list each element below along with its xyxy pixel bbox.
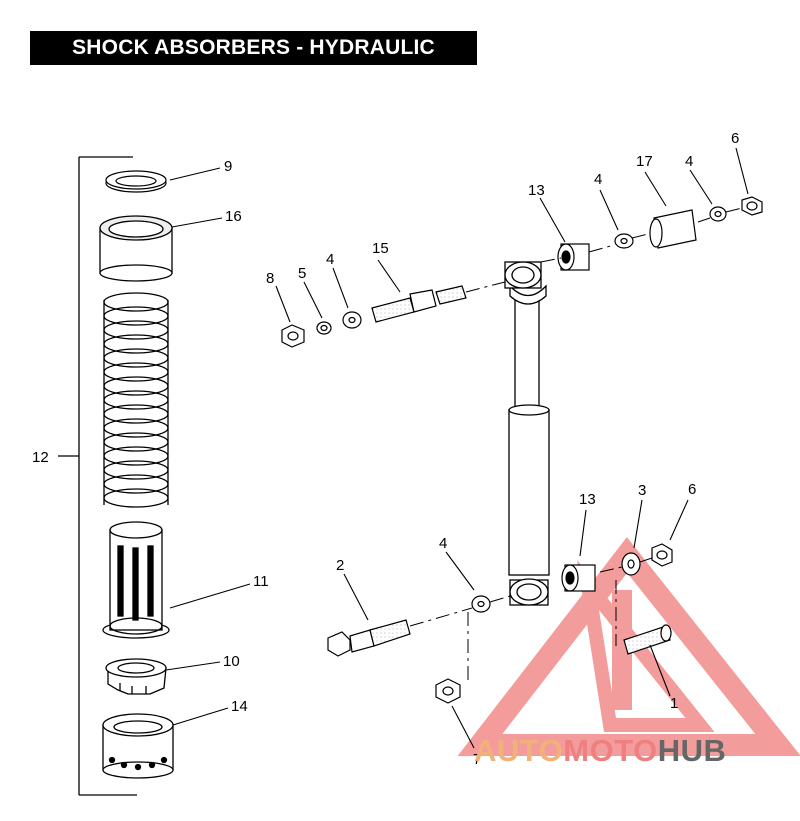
shock-absorber-part: [504, 261, 550, 606]
callout-7: 7: [473, 751, 481, 768]
callout-10: 10: [223, 653, 240, 670]
upper-left-hardware: [281, 285, 467, 348]
callout-labels: 9 16 12 11 10 14 15 8 5 4 13 4 17 4 6 2 …: [32, 130, 739, 768]
spring-cover-part: [99, 215, 173, 282]
callout-4-upper-left: 4: [326, 251, 334, 268]
callout-13-upper: 13: [528, 182, 545, 199]
retaining-ring-part: [105, 170, 167, 193]
callout-12: 12: [32, 449, 49, 466]
callout-leaders: [165, 147, 749, 749]
slotted-sleeve-part: [102, 521, 170, 639]
callout-5: 5: [298, 265, 306, 282]
callout-6-upper: 6: [731, 130, 739, 147]
callout-9: 9: [224, 158, 232, 175]
callout-4-upper-mid: 4: [594, 171, 602, 188]
callout-3: 3: [638, 482, 646, 499]
assembly-center-lines: [409, 207, 743, 680]
watermark-logo-icon: [457, 537, 800, 756]
watermark-moto: MOTO: [563, 733, 658, 768]
callout-1: 1: [670, 695, 678, 712]
callout-13-lower: 13: [579, 491, 596, 508]
callout-17: 17: [636, 153, 653, 170]
assembly-bracket: [58, 156, 137, 796]
upper-right-hardware: [557, 196, 763, 271]
callout-2: 2: [336, 557, 344, 574]
callout-16: 16: [225, 208, 242, 225]
diagram-title: SHOCK ABSORBERS - HYDRAULIC: [30, 31, 477, 65]
callout-8: 8: [266, 270, 274, 287]
callout-6-lower: 6: [688, 481, 696, 498]
watermark-hub: HUB: [657, 733, 727, 768]
adjuster-cam-part: [105, 658, 167, 695]
lower-hardware: [327, 543, 673, 704]
callout-11: 11: [253, 573, 269, 590]
callout-14: 14: [231, 698, 248, 715]
watermark-text: AUTOMOTOHUB: [474, 733, 726, 769]
coil-spring-part: [103, 292, 169, 508]
callout-15: 15: [372, 240, 389, 257]
lower-cup-part: [102, 713, 174, 779]
callout-4-lower: 4: [439, 535, 447, 552]
watermark-auto: AUTO: [474, 733, 564, 768]
callout-4-upper-right: 4: [685, 153, 693, 170]
